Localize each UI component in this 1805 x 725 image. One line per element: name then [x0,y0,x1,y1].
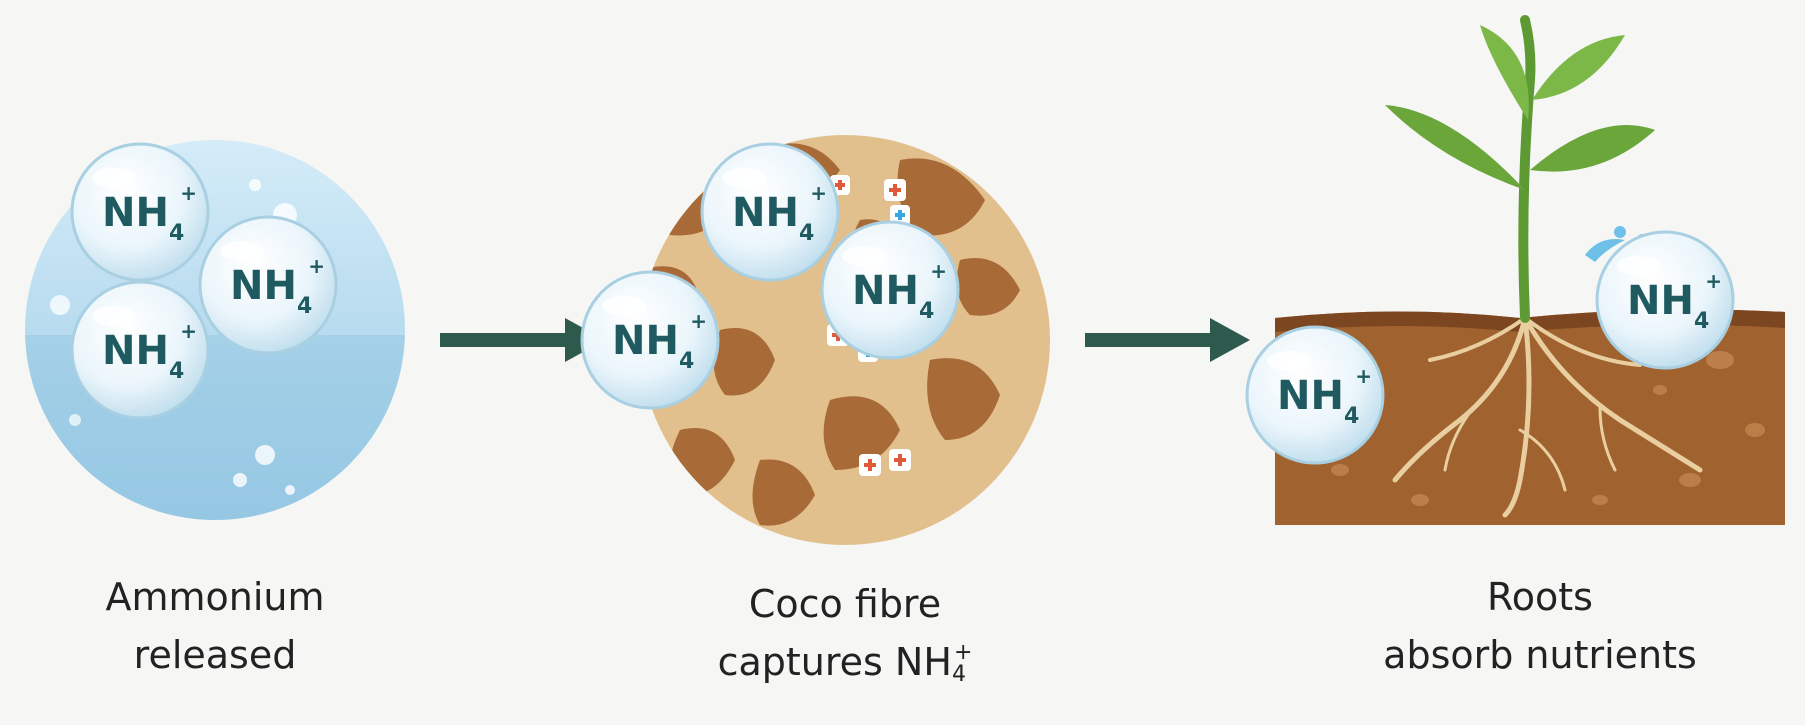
step-caption-coco-fibre: Coco fibre captures NH4+ [650,575,1040,691]
arrow-step1-to-step2 [440,318,605,362]
plant-roots [1392,315,1703,518]
caption-line2-sub: 4 [951,662,966,687]
ion-label: NH4+ [1277,364,1372,429]
caption-line2-text: captures NH [717,640,952,684]
ion-label: NH4+ [102,181,197,246]
ammonium-ion-bubble: NH4+ [580,270,720,410]
ion-label: NH4+ [230,254,325,319]
caption-line2: absorb nutrients [1383,633,1697,677]
step-caption-ammonium: Ammonium released [30,568,400,684]
ammonium-ion-bubble: NH4+ [700,142,840,282]
ammonium-ion-bubble: NH4+ [1245,325,1385,465]
ammonium-ion-bubble: NH4+ [198,215,338,355]
caption-line1: Roots [1487,575,1593,619]
ion-label: NH4+ [102,319,197,384]
ion-label: NH4+ [852,259,947,324]
caption-line1: Coco fibre [748,582,942,626]
arrow-step2-to-step3 [1085,318,1250,362]
ammonium-ion-bubble: NH4+ [820,220,960,360]
ammonium-ion-bubble: NH4+ [1595,230,1735,370]
caption-line2: captures NH4+ [650,633,1040,691]
caption-line2-sup: + [953,640,973,665]
ion-label: NH4+ [732,181,827,246]
caption-line1: Ammonium [105,575,325,619]
ammonium-ion-bubble: NH4+ [70,280,210,420]
ion-label: NH4+ [1627,269,1722,334]
step-caption-roots: Roots absorb nutrients [1330,568,1750,684]
caption-line2: released [133,633,297,677]
plant-stem-and-leaves [1385,15,1655,323]
ammonium-ion-bubble: NH4+ [70,142,210,282]
ion-layer: NH4+ NH4+ NH4+ NH4+ NH4+ NH4+ NH4+ NH4+ [70,142,1735,465]
ion-label: NH4+ [612,309,707,374]
